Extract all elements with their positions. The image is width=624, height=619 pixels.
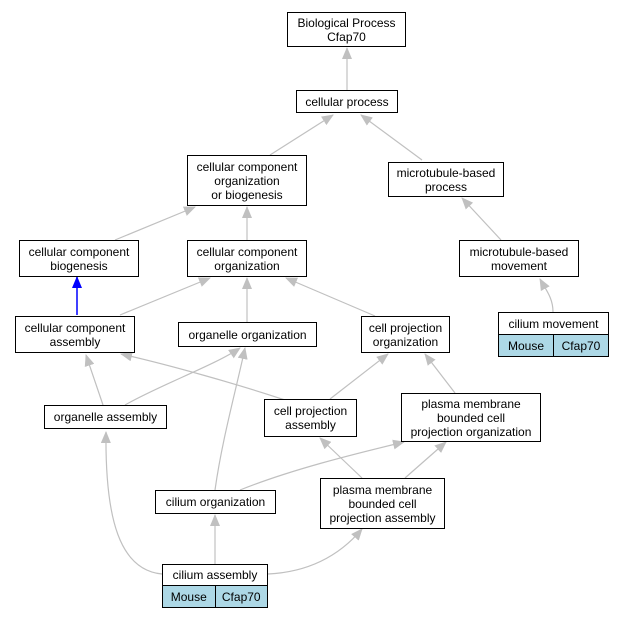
node-cellular-component-organization-or-biogenesis[interactable]: cellular component organization or bioge… — [187, 155, 307, 206]
edge-pmbcpa-cpa — [319, 437, 363, 479]
node-cellular-component-assembly[interactable]: cellular component assembly — [15, 316, 135, 353]
annotation-cilium-assembly: Mouse Cfap70 — [162, 586, 268, 608]
edge-ca-pmbcpa — [267, 528, 363, 575]
edge-cm-mbm — [539, 278, 554, 313]
species-label: Mouse — [170, 589, 207, 604]
edge-ccb-ccob — [114, 206, 196, 241]
edge-cca-cco — [119, 277, 211, 316]
edge-cpa-cca — [120, 351, 286, 401]
node-plasma-membrane-bounded-cell-projection-organization[interactable]: plasma membrane bounded cell projection … — [401, 393, 541, 442]
node-cell-projection-assembly[interactable]: cell projection assembly — [264, 399, 357, 437]
node-cellular-process[interactable]: cellular process — [296, 90, 398, 113]
node-cellular-component-organization[interactable]: cellular component organization — [187, 240, 307, 277]
edge-cpa-cpo — [329, 353, 389, 400]
edge-mbp-cp — [360, 114, 423, 161]
node-microtubule-based-process[interactable]: microtubule-based process — [388, 162, 504, 197]
gene-label[interactable]: Cfap70 — [214, 586, 268, 607]
annotation-cilium-movement: Mouse Cfap70 — [498, 335, 609, 357]
edge-co-pmbcpo — [239, 439, 405, 491]
node-plasma-membrane-bounded-cell-projection-assembly[interactable]: plasma membrane bounded cell projection … — [320, 478, 445, 529]
node-organelle-assembly[interactable]: organelle assembly — [44, 405, 167, 429]
node-microtubule-based-movement[interactable]: microtubule-based movement — [459, 240, 579, 277]
node-cilium-organization[interactable]: cilium organization — [155, 490, 276, 514]
edge-cpo-cco — [285, 277, 376, 317]
node-cellular-component-biogenesis[interactable]: cellular component biogenesis — [19, 240, 139, 277]
edge-oa-oo — [124, 347, 241, 406]
node-organelle-organization[interactable]: organelle organization — [178, 322, 317, 347]
node-cilium-movement[interactable]: cilium movement — [498, 312, 609, 335]
edge-mbm-mbp — [461, 197, 502, 241]
node-cell-projection-organization[interactable]: cell projection organization — [361, 316, 450, 353]
edge-pmbcpo-cpo — [424, 353, 456, 394]
edge-pmbcpa-pmbcpo — [404, 441, 447, 479]
edge-ccob-cp — [269, 114, 334, 156]
species-label: Mouse — [507, 338, 545, 353]
node-biological-process[interactable]: Biological Process Cfap70 — [287, 12, 406, 47]
gene-label[interactable]: Cfap70 — [553, 335, 608, 356]
node-cilium-assembly[interactable]: cilium assembly — [162, 564, 268, 586]
edge-ca-oa — [100, 431, 163, 575]
edge-co-oo — [214, 347, 248, 491]
edge-oa-cca — [84, 354, 104, 406]
